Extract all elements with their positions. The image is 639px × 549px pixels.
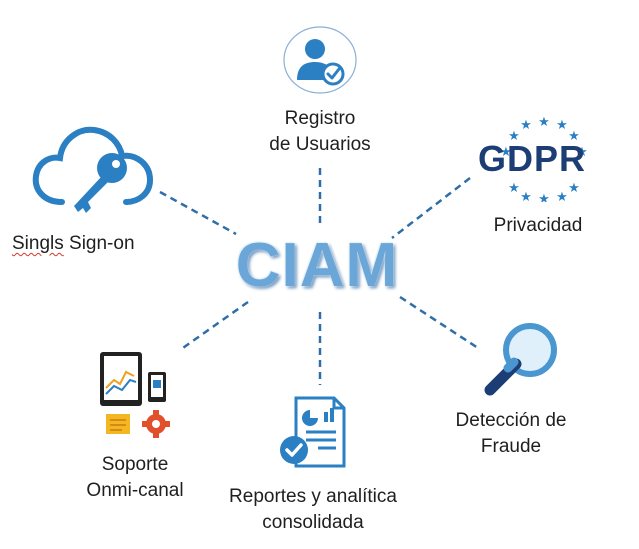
soporte-label-line1: Soporte: [101, 454, 169, 475]
fraude-label-line1: Detección de: [455, 410, 567, 431]
gdpr-logo-text: GDPR: [478, 138, 587, 179]
svg-text:★: ★: [520, 190, 532, 202]
report-check-icon: [280, 396, 346, 468]
center-title: CIAM: [235, 231, 399, 300]
cloud-key-icon: [32, 126, 154, 213]
sso-label-part1: Singls: [12, 233, 64, 254]
connector-gdpr: [391, 177, 471, 239]
connector-fraude: [399, 295, 479, 350]
svg-text:★: ★: [520, 118, 532, 133]
reportes-label-line2: consolidada: [262, 512, 364, 533]
gdpr-label: Privacidad: [493, 215, 583, 236]
registro-label: Registro de Usuarios: [245, 106, 395, 158]
svg-text:★: ★: [508, 129, 520, 144]
connector-sso: [159, 190, 237, 236]
svg-text:★: ★: [500, 145, 512, 160]
svg-text:★: ★: [576, 145, 588, 160]
registro-label-line2: de Usuarios: [269, 134, 371, 155]
svg-text:★: ★: [538, 115, 550, 130]
gdpr-stars-logo: ★ ★ ★ ★ ★ ★ ★ ★ ★ ★ ★ ★: [500, 115, 588, 202]
fraude-label-line2: Fraude: [480, 436, 542, 457]
fraude-label: Detección de Fraude: [432, 408, 590, 460]
svg-text:★: ★: [556, 118, 568, 133]
soporte-label-line2: Onmi-canal: [86, 480, 184, 501]
reportes-label-line1: Reportes y analítica: [229, 486, 397, 507]
devices-icon: [100, 352, 170, 438]
magnifier-icon: [484, 323, 557, 396]
connector-soporte: [179, 300, 249, 352]
svg-text:★: ★: [538, 192, 550, 202]
sso-label-part2: Sign-on: [63, 233, 135, 254]
svg-text:★: ★: [508, 181, 520, 196]
sso-label: Singls Sign-on: [12, 231, 182, 257]
svg-text:★: ★: [556, 190, 568, 202]
reportes-label: Reportes y analítica consolidada: [205, 484, 421, 536]
registro-label-line1: Registro: [284, 108, 356, 129]
user-check-icon: [283, 26, 357, 94]
soporte-label: Soporte Onmi-canal: [70, 452, 200, 504]
svg-text:★: ★: [568, 129, 580, 144]
svg-text:★: ★: [568, 181, 580, 196]
